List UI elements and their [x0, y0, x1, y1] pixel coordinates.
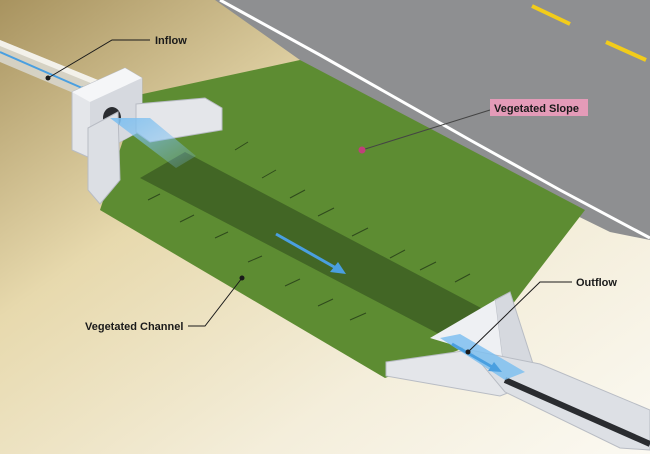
vegetated-channel-band — [140, 152, 500, 345]
callout-vegetated-channel: Vegetated Channel — [85, 275, 245, 333]
inflow-water-flow — [110, 118, 196, 168]
label-vegetated-slope: Vegetated Slope — [494, 103, 579, 115]
road-center-markings — [531, 4, 647, 62]
callout-vegetated-slope: Vegetated Slope — [358, 99, 588, 154]
callout-inflow: Inflow — [45, 35, 187, 81]
outflow-arrow — [451, 342, 495, 370]
road-edge-line — [219, 0, 650, 240]
label-outflow: Outflow — [576, 277, 617, 289]
vegetated-slope-grass — [100, 60, 585, 378]
label-inflow: Inflow — [155, 35, 187, 47]
slope-marker — [358, 146, 366, 154]
label-vegetated-channel: Vegetated Channel — [85, 321, 183, 333]
callout-outflow: Outflow — [465, 277, 617, 355]
outflow-arrow-head — [488, 362, 502, 372]
flow-direction-arrow — [275, 232, 346, 274]
vegetated-slope-highlight — [490, 99, 588, 116]
outflow-water-flow — [440, 334, 525, 380]
